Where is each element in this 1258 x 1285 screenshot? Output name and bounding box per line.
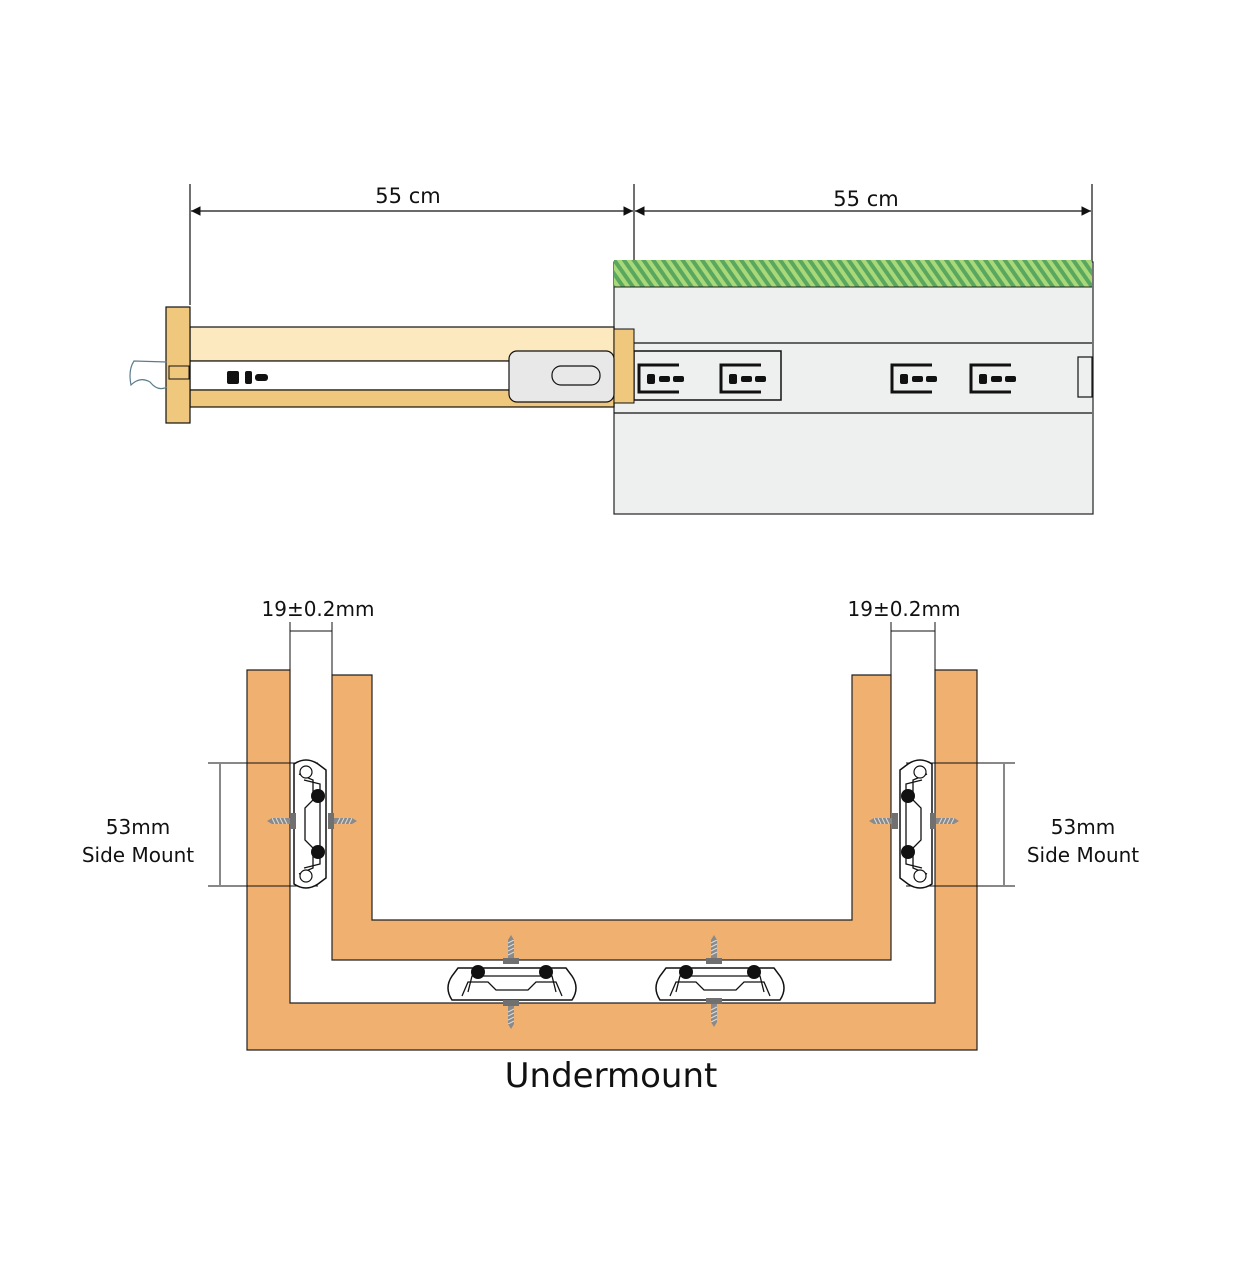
rail-hole-icon xyxy=(227,371,239,384)
front-bracket xyxy=(168,365,190,380)
rail-end-stop xyxy=(1077,356,1093,398)
caption-undermount: Undermount xyxy=(505,1056,718,1096)
cabinet-panel xyxy=(613,260,1094,515)
rail-cabinet-member xyxy=(613,328,635,404)
dimension-label-extension: 55 cm xyxy=(375,184,440,208)
top-dimensions: 55 cm 55 cm xyxy=(189,184,1093,305)
mounting-holes xyxy=(637,363,1016,394)
extended-rail xyxy=(129,306,635,424)
height-label-left-2: Side Mount xyxy=(82,843,194,867)
dimension-label-length: 55 cm xyxy=(833,187,898,211)
undermount-slide-left xyxy=(447,964,577,1001)
release-slot xyxy=(551,365,601,386)
height-label-right-2: Side Mount xyxy=(1027,843,1139,867)
mounting-hole-icon xyxy=(637,363,684,394)
mounting-hole-icon xyxy=(890,363,937,394)
cross-section: 19±0.2mm 19±0.2mm 53mm Side Mount 53mm S… xyxy=(82,597,1139,1096)
drawer-handle-icon xyxy=(129,360,168,390)
undermount-slide-right xyxy=(655,964,785,1001)
height-label-left-1: 53mm xyxy=(106,815,170,839)
side-mount-slide-left xyxy=(293,759,327,889)
drawer-edge-hatch xyxy=(614,260,1092,287)
drawer-section xyxy=(331,674,892,961)
side-mount-slide-right xyxy=(899,759,933,889)
gap-label-right: 19±0.2mm xyxy=(848,597,961,621)
gap-label-left: 19±0.2mm xyxy=(262,597,375,621)
drawer-front xyxy=(165,306,191,424)
height-label-right-1: 53mm xyxy=(1051,815,1115,839)
rail-hole-icon xyxy=(245,371,252,384)
rail-hole-icon xyxy=(255,374,268,381)
mounting-hole-icon xyxy=(969,363,1016,394)
mounting-hole-icon xyxy=(719,363,766,394)
